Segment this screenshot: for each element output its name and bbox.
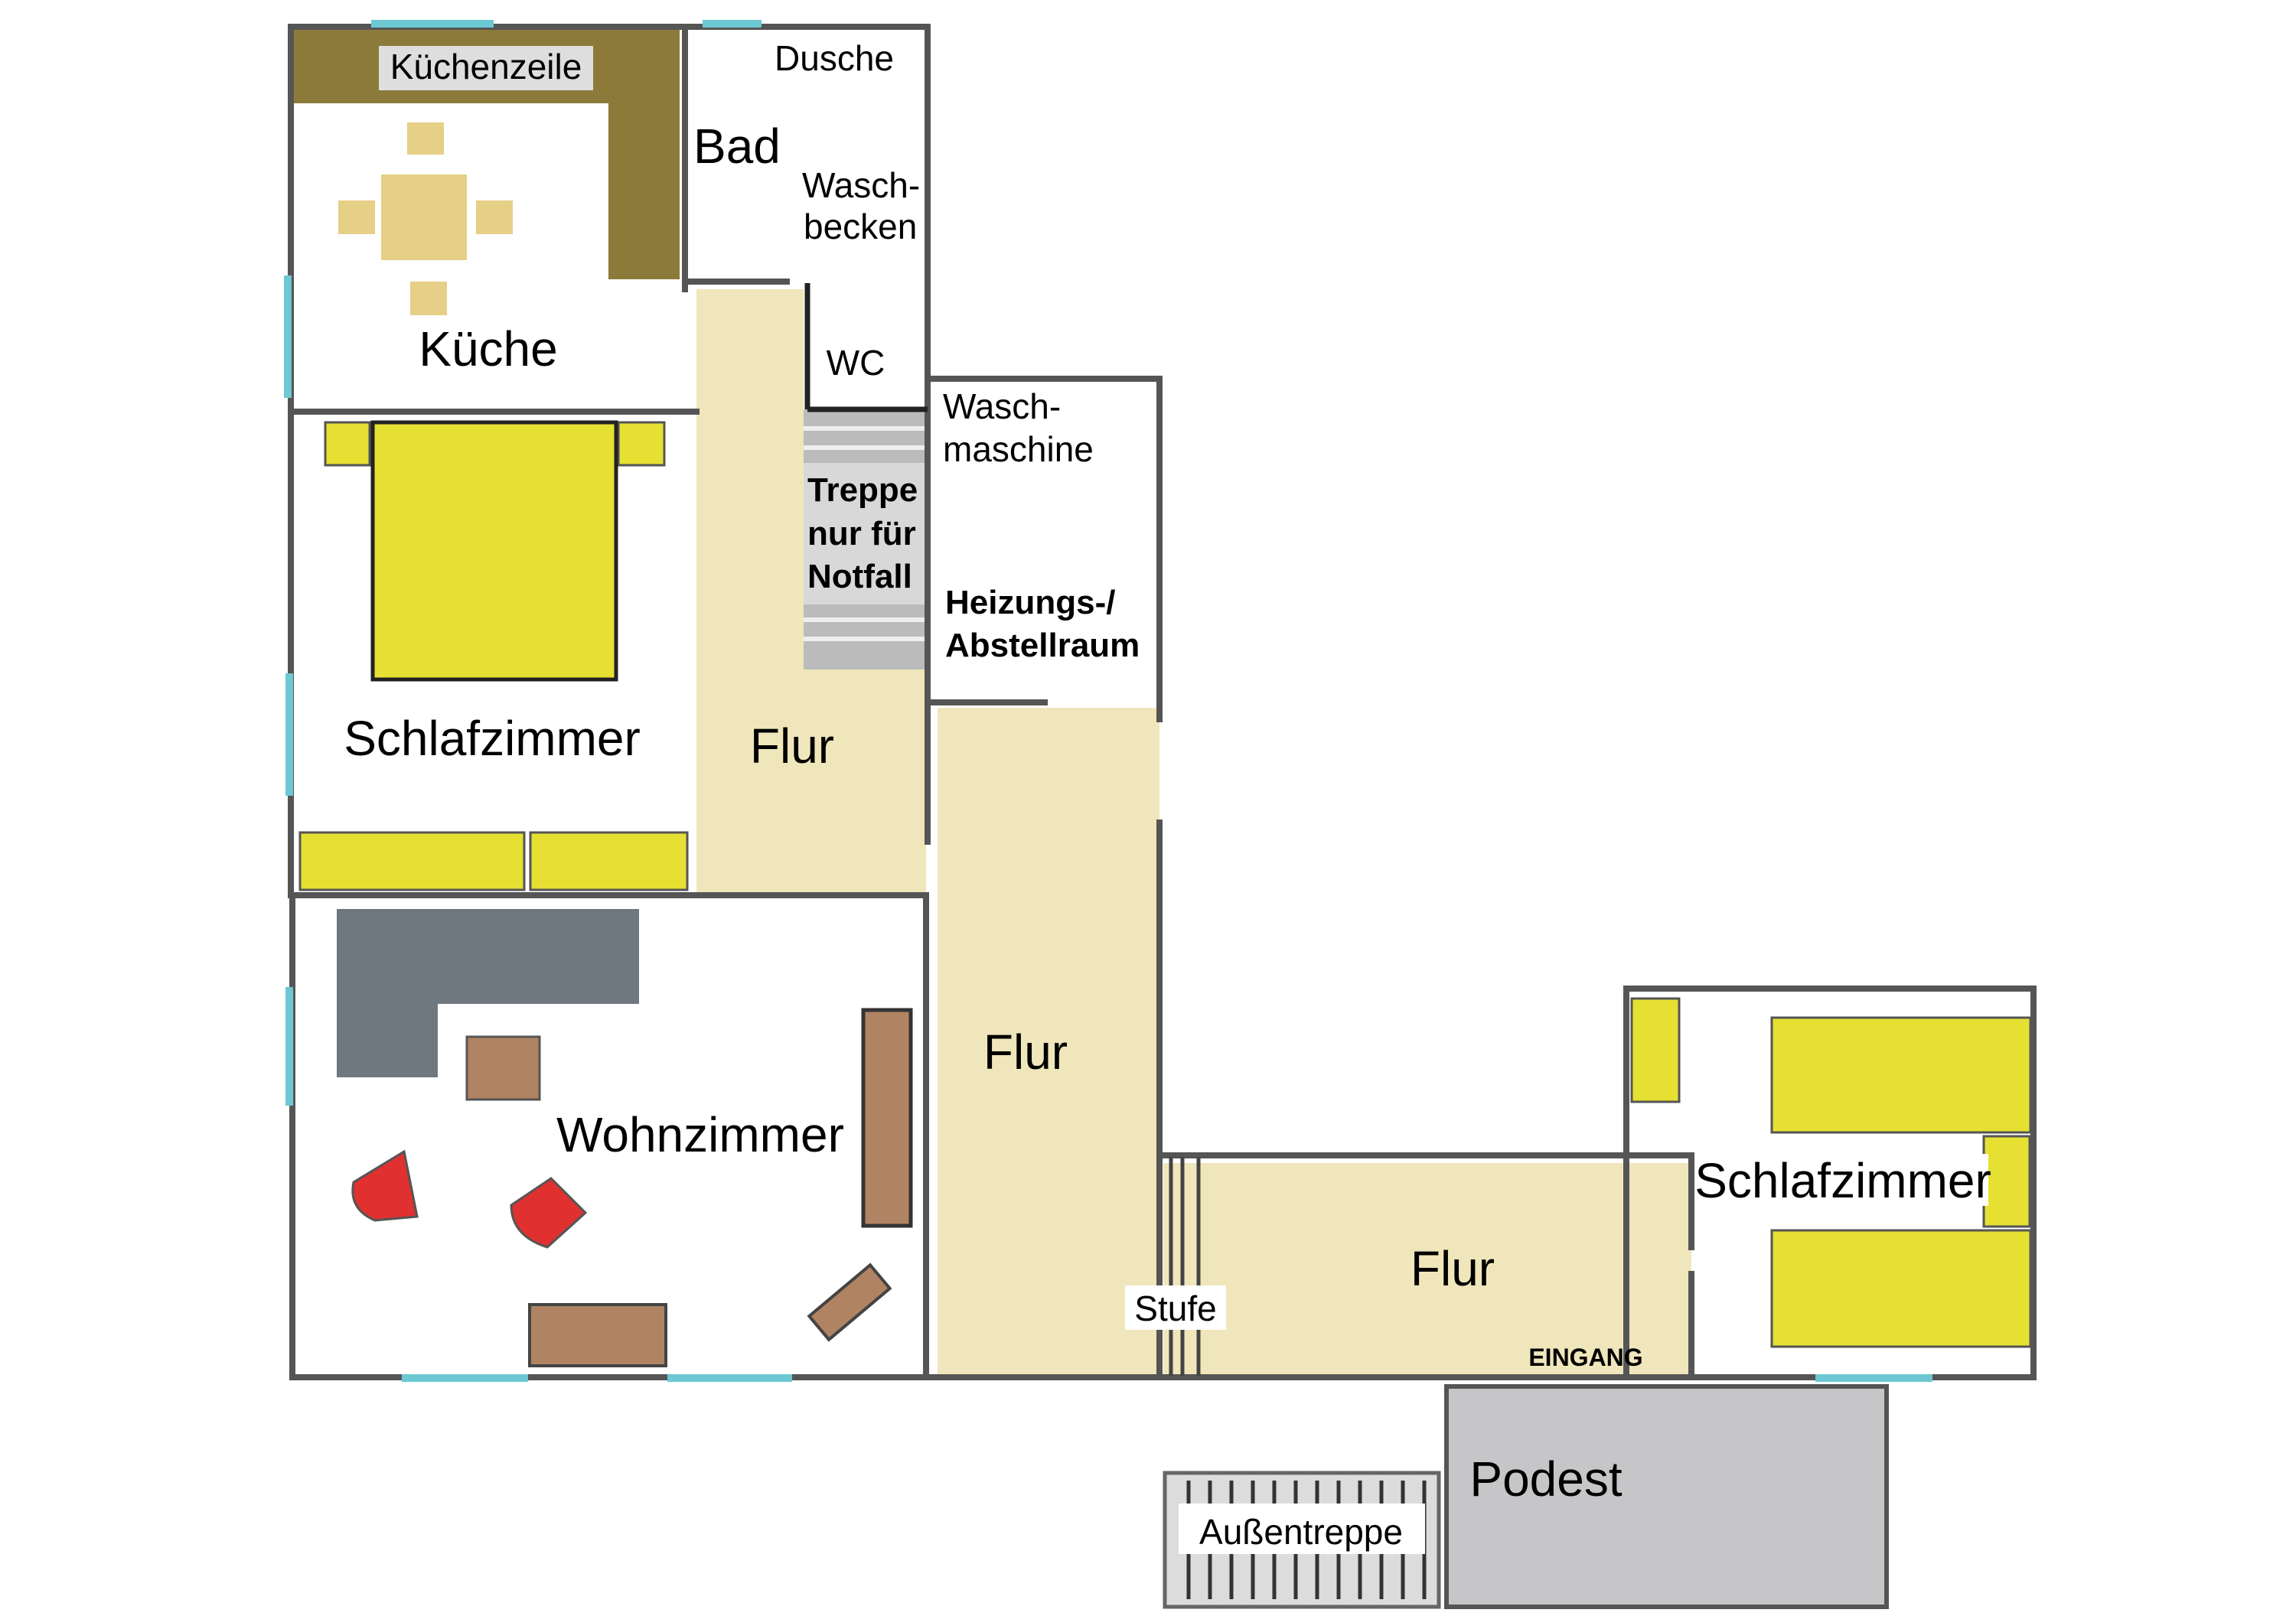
label-heizung-2: Abstellraum [945, 627, 1140, 664]
label-schlafzimmer-2: Schlafzimmer [1694, 1153, 1991, 1208]
aussentreppe-label-bg [1179, 1504, 1425, 1554]
wardrobe-small [1630, 997, 1681, 1103]
label-kuechenzeile: Küchenzeile [390, 47, 582, 86]
step-lines [1169, 1157, 1201, 1376]
bedroom-1-furniture [298, 420, 689, 891]
label-treppe-2: nur für [807, 515, 916, 552]
single-bed-bottom [1770, 1229, 2032, 1348]
label-kueche: Küche [419, 321, 557, 376]
emergency-stairs [804, 409, 926, 670]
wardrobe-left [298, 831, 526, 891]
bedroom-2-furniture [1630, 997, 2032, 1348]
label-waschbecken-1: Wasch- [802, 165, 920, 205]
kitchen-chair-bottom [410, 282, 447, 315]
kitchen [291, 27, 680, 315]
label-podest: Podest [1469, 1451, 1622, 1507]
corridors [696, 289, 1691, 1377]
label-flur-2: Flur [983, 1025, 1068, 1080]
single-bed-top [1770, 1016, 2032, 1134]
living-room-furniture [337, 909, 913, 1367]
label-flur-1: Flur [750, 718, 834, 774]
stufe-label-bg [1125, 1285, 1226, 1330]
label-aussentreppe: Außentreppe [1199, 1512, 1403, 1552]
kuechenzeile-label-bg [379, 46, 593, 90]
flur-middle-area [938, 708, 1159, 1377]
stair-steps [804, 426, 926, 641]
podest [1444, 1384, 1889, 1609]
label-eingang: EINGANG [1528, 1344, 1642, 1371]
label-bad: Bad [693, 119, 781, 174]
kitchen-table [381, 174, 467, 260]
angled-table [807, 1262, 892, 1342]
label-treppe-3: Notfall [807, 558, 912, 595]
entrance-exterior [1163, 1384, 1889, 1609]
nightstand-left [324, 421, 371, 467]
kitchen-chair-left [338, 200, 375, 234]
label-waschbecken-2: becken [804, 207, 917, 246]
label-waschmaschine-2: maschine [943, 429, 1094, 469]
label-flur-3: Flur [1411, 1241, 1495, 1296]
flur-entrance-area [1163, 1163, 1691, 1377]
nightstand-right [617, 421, 666, 467]
wall-living-room [289, 892, 929, 1380]
armchair-right [510, 1177, 588, 1249]
armchair-left [351, 1149, 419, 1222]
label-treppe-1: Treppe [807, 471, 918, 509]
labels: Küchenzeile Küche Dusche Bad Wasch- beck… [344, 38, 1991, 1552]
label-wc: WC [827, 343, 885, 383]
low-cabinet [528, 1303, 667, 1367]
label-stufe: Stufe [1134, 1289, 1216, 1328]
wardrobe-right [529, 831, 689, 891]
label-dusche: Dusche [775, 38, 894, 78]
stairs-label-bg [804, 463, 926, 604]
label-schlafzimmer-1: Schlafzimmer [344, 711, 641, 766]
flur-upper-area-lower [696, 666, 926, 895]
label-wohnzimmer: Wohnzimmer [556, 1107, 844, 1162]
windows [284, 20, 1932, 1382]
label-waschmaschine-1: Wasch- [943, 386, 1061, 426]
coffee-table [465, 1035, 541, 1101]
kitchen-chair-right [476, 200, 513, 234]
nightstand-between [1982, 1135, 2031, 1228]
schlafzimmer-label-bg [1699, 1154, 1988, 1206]
kitchen-chair-top [407, 122, 444, 155]
label-heizung-1: Heizungs-/ [945, 584, 1115, 621]
rug [337, 909, 639, 1077]
double-bed [370, 420, 618, 682]
sideboard [861, 1008, 913, 1228]
